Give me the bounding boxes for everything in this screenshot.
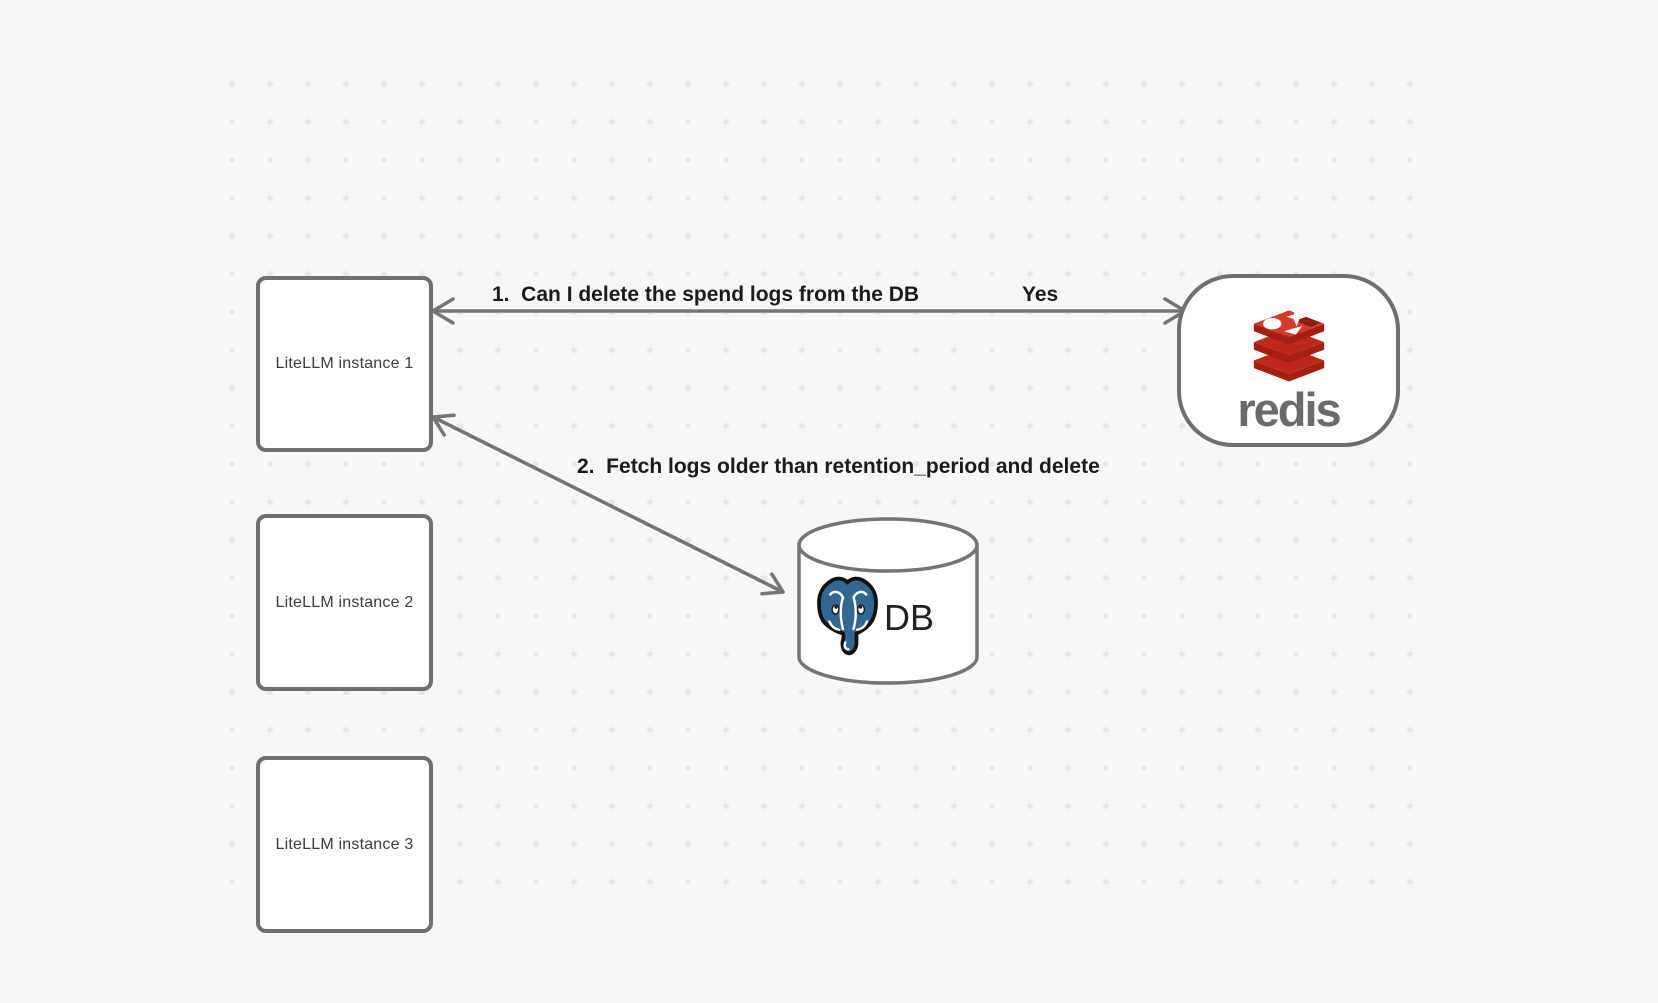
arrowhead-left-icon — [431, 413, 456, 437]
redis-wordmark: redis — [1237, 383, 1341, 436]
arrowhead-right-icon — [760, 572, 785, 596]
edge-2-label[interactable]: 2. Fetch logs older than retention_perio… — [577, 455, 1100, 478]
arrow-instance1-db[interactable] — [431, 413, 785, 596]
litellm-instance-1-node[interactable]: LiteLLM instance 1 — [256, 276, 433, 452]
db-node[interactable]: DB — [795, 514, 981, 688]
litellm-instance-1-label: LiteLLM instance 1 — [275, 355, 414, 372]
arrowhead-left-icon — [431, 297, 455, 325]
redis-logo-icon — [1253, 307, 1324, 382]
db-label: DB — [884, 597, 935, 638]
edge-1-label[interactable]: 1. Can I delete the spend logs from the … — [492, 283, 920, 306]
litellm-instance-3-label: LiteLLM instance 3 — [275, 835, 414, 853]
edge-1-reply-label[interactable]: Yes — [1022, 283, 1059, 306]
litellm-instance-2-label: LiteLLM instance 2 — [275, 593, 414, 611]
redis-node[interactable]: redis — [1177, 274, 1400, 447]
litellm-instance-2-node[interactable]: LiteLLM instance 2 — [256, 514, 433, 691]
postgresql-elephant-icon — [817, 576, 878, 656]
litellm-instance-3-node[interactable]: LiteLLM instance 3 — [256, 756, 433, 933]
